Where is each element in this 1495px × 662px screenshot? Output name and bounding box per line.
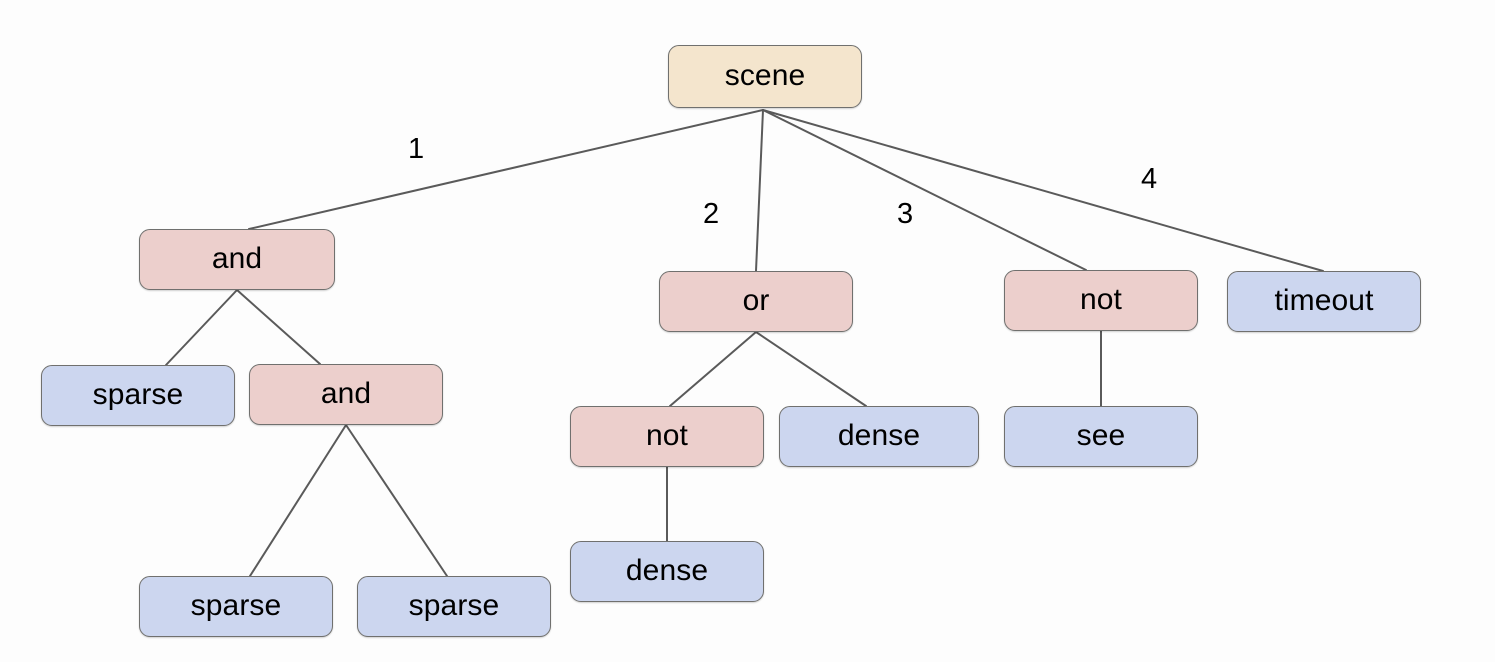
node-label-timeout1: timeout (1274, 283, 1374, 317)
node-label-not2: not (1079, 282, 1122, 316)
edge-and2-sparse3 (345, 424, 448, 577)
edge-scene-and1 (248, 109, 764, 230)
node-label-sparse3: sparse (408, 588, 500, 622)
edge-or1-not1 (669, 331, 757, 407)
edge-scene-not2 (762, 109, 1087, 271)
node-not2[interactable]: not (1004, 270, 1198, 331)
node-not1[interactable]: not (570, 406, 764, 467)
edge-and1-and2 (236, 289, 321, 365)
node-sparse1[interactable]: sparse (41, 365, 235, 426)
edge-and2-sparse2 (249, 424, 347, 577)
node-and1[interactable]: and (139, 229, 335, 290)
edge-label-1: 1 (408, 133, 425, 165)
node-timeout1[interactable]: timeout (1227, 271, 1421, 332)
node-label-scene: scene (724, 58, 806, 92)
edge-label-2: 2 (703, 198, 720, 230)
node-label-and2: and (320, 376, 372, 410)
node-dense1[interactable]: dense (779, 406, 979, 467)
edge-label-4: 4 (1141, 163, 1158, 195)
node-label-see1: see (1076, 418, 1126, 452)
node-sparse3[interactable]: sparse (357, 576, 551, 637)
node-label-or1: or (742, 283, 770, 317)
node-label-dense1: dense (837, 418, 921, 452)
node-label-and1: and (211, 241, 263, 275)
node-label-not1: not (645, 418, 688, 452)
node-and2[interactable]: and (249, 364, 443, 425)
node-or1[interactable]: or (659, 271, 853, 332)
node-label-dense2: dense (625, 553, 709, 587)
edge-scene-timeout1 (762, 109, 1324, 272)
edge-label-3: 3 (897, 198, 914, 230)
edge-or1-dense1 (755, 331, 867, 407)
node-see1[interactable]: see (1004, 406, 1198, 467)
node-label-sparse1: sparse (92, 377, 184, 411)
node-sparse2[interactable]: sparse (139, 576, 333, 637)
edge-and1-sparse1 (165, 289, 238, 366)
node-scene[interactable]: scene (668, 45, 862, 108)
edge-scene-or1 (755, 109, 764, 272)
node-dense2[interactable]: dense (570, 541, 764, 602)
node-label-sparse2: sparse (190, 588, 282, 622)
